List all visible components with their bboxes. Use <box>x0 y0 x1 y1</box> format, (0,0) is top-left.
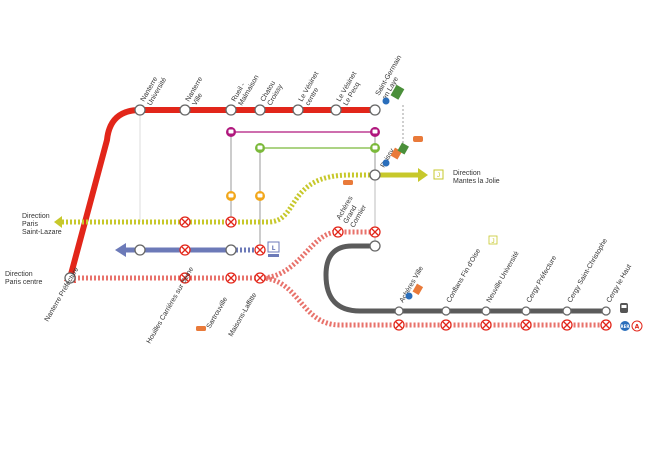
closed-station-icon <box>254 272 266 284</box>
closed-station-icon <box>480 319 492 331</box>
station-poissy[interactable] <box>369 169 381 181</box>
svg-text:ChatouCroissy: ChatouCroissy <box>260 79 285 107</box>
svg-text:Achères Ville: Achères Ville <box>399 265 425 304</box>
svg-text:Le Vésinetcentre: Le Vésinetcentre <box>298 71 328 107</box>
station-sartrouville-l[interactable] <box>225 244 237 256</box>
bus-stops <box>226 127 380 201</box>
train-icon <box>620 303 628 313</box>
line-j-arrow-west <box>54 216 62 228</box>
label-acheres-grand-cormier: Achères Grand Cormier <box>336 194 370 229</box>
closed-station-icon <box>440 319 452 331</box>
closed-station-icon <box>225 216 237 228</box>
svg-text:L: L <box>272 245 276 252</box>
rer-a-closed-main <box>70 275 608 328</box>
labels-bottom: Achères Ville Conflans Fin d'Oise Neuvil… <box>399 237 633 304</box>
line-j-small-badge: J <box>488 235 498 245</box>
line-l-badge: L <box>267 241 280 257</box>
stations-bottom-grey <box>394 306 611 316</box>
poissy-badges <box>382 136 423 167</box>
tram-grey-line <box>323 243 608 314</box>
closed-stations <box>179 216 612 331</box>
svg-text:A: A <box>635 324 640 331</box>
label-maisons-laffitte: Maisons-Laffitte <box>228 292 259 338</box>
station-t11-start[interactable] <box>369 240 381 252</box>
closed-station-icon <box>393 319 405 331</box>
closed-station-icon <box>179 272 191 284</box>
svg-text:Cergy Préfecture: Cergy Préfecture <box>526 255 559 304</box>
closed-station-icon <box>332 226 344 238</box>
closed-station-icon <box>254 244 266 256</box>
closed-station-icon <box>520 319 532 331</box>
svg-text:Conflans Fin d'Oise: Conflans Fin d'Oise <box>446 248 483 304</box>
rer-a-saint-germain-branch <box>67 107 375 279</box>
svg-text:Cergy le Haut: Cergy le Haut <box>606 263 633 304</box>
saint-germain-badges <box>382 84 405 105</box>
bus-icon <box>196 326 206 331</box>
svg-text:J: J <box>491 238 494 245</box>
closed-station-icon <box>179 244 191 256</box>
line-l-arrow <box>115 243 126 257</box>
acheres-ville-badges <box>405 283 424 300</box>
svg-text:Rueil -Malmaison: Rueil -Malmaison <box>231 70 261 107</box>
tram-13-badge <box>390 84 405 100</box>
svg-text:NanterreUniversité: NanterreUniversité <box>140 72 169 107</box>
station-chatou[interactable] <box>254 104 266 116</box>
station-vesinet-centre[interactable] <box>292 104 304 116</box>
label-sartrouville: Sartrouville <box>206 296 230 330</box>
labels-top: NanterreUniversité NanterreVille Rueil -… <box>140 54 404 107</box>
svg-text:NanterreVille: NanterreVille <box>185 76 212 107</box>
closed-station-icon <box>225 272 237 284</box>
bus-icon <box>343 180 353 185</box>
station-nanterre-universite[interactable] <box>134 104 146 116</box>
station-nanterre-ville[interactable] <box>179 104 191 116</box>
svg-text:Le VésinetLe Pecq: Le VésinetLe Pecq <box>336 71 366 107</box>
svg-text:Neuville Université: Neuville Université <box>486 250 521 304</box>
closed-station-icon <box>561 319 573 331</box>
closed-station-icon <box>369 226 381 238</box>
station-nanterre-prefecture[interactable] <box>64 272 76 284</box>
svg-text:Cergy Saint-Christophe: Cergy Saint-Christophe <box>567 237 609 304</box>
line-j-arrow-east <box>418 168 428 182</box>
line-j-closed <box>62 172 375 225</box>
rer-a-badge: RER A <box>620 320 643 332</box>
station-saint-germain[interactable] <box>369 104 381 116</box>
rer-icon <box>382 97 390 105</box>
svg-text:J: J <box>437 172 440 179</box>
closed-station-icon <box>179 216 191 228</box>
rer-a-closed-poissy <box>259 229 375 281</box>
stations-top <box>134 104 381 116</box>
svg-text:RER: RER <box>621 324 630 329</box>
label-nanterre-prefecture: Nanterre Préfecture <box>44 266 81 323</box>
station-vesinet-pecq[interactable] <box>330 104 342 116</box>
stations-middle <box>64 169 381 284</box>
closed-station-icon <box>600 319 612 331</box>
station-houilles-l[interactable] <box>134 244 146 256</box>
station-rueil[interactable] <box>225 104 237 116</box>
bus-links <box>139 105 404 250</box>
